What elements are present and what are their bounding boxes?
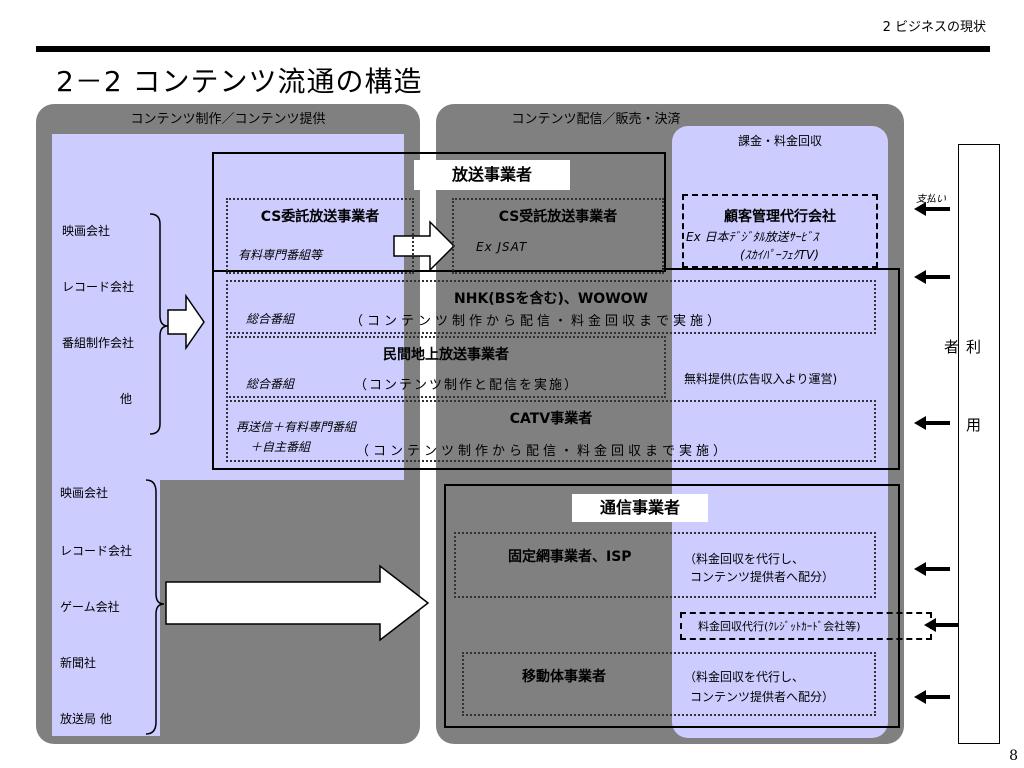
billing-area — [672, 126, 888, 738]
user-label-char-1: 利 — [966, 338, 982, 356]
provider-broadcaster: 放送局 他 — [60, 712, 112, 726]
mobile-box — [462, 652, 876, 716]
group2-brace — [145, 479, 165, 735]
mobile-title: 移動体事業者 — [522, 669, 606, 685]
payment-arrow-5 — [924, 618, 958, 632]
free-service-note: 無料提供(広告収入より運営) — [684, 372, 838, 386]
broadcast-frame-step — [662, 268, 898, 270]
producer-record: レコード会社 — [62, 280, 135, 294]
cs-consign-sub: 有料専門番組等 — [238, 248, 323, 262]
producer-movie: 映画会社 — [62, 224, 111, 238]
telecom-label: 通信事業者 — [572, 494, 708, 522]
nhk-title: NHK(BSを含む)、WOWOW — [454, 291, 648, 307]
payment-arrow-4 — [914, 562, 950, 576]
customer-mgmt-box — [682, 194, 878, 268]
catv-box — [226, 400, 876, 462]
producer-other: 他 — [120, 392, 133, 406]
page-number: 8 — [1009, 748, 1018, 764]
cs-consign-box — [226, 198, 414, 274]
catv-title: CATV事業者 — [509, 411, 593, 427]
mobile-note2: コンテンツ提供者へ配分） — [690, 690, 835, 704]
broadcast-frame-lower — [212, 268, 900, 470]
customer-mgmt-ex2: (ｽｶｲﾊﾟｰﾌｪｸTV) — [740, 248, 819, 262]
user-label-char-2: 用 — [966, 416, 982, 434]
customer-mgmt-ex: Ex 日本ﾃﾞｼﾞﾀﾙ放送ｻｰﾋﾞｽ — [686, 230, 819, 244]
left-group2-area — [52, 480, 160, 736]
broadcast-label: 放送事業者 — [414, 160, 570, 190]
private-title: 民間地上放送事業者 — [383, 347, 509, 363]
fixed-note2: コンテンツ提供者へ配分） — [690, 570, 835, 584]
broadcast-frame — [212, 152, 666, 272]
private-note: （コンテンツ制作と配信を実施） — [354, 378, 580, 393]
page-title: 2－2 コンテンツ流通の構造 — [56, 65, 423, 98]
nhk-sub: 総合番組 — [246, 312, 295, 326]
cs-receive-box — [452, 198, 664, 274]
private-sub: 総合番組 — [246, 377, 295, 391]
arrow-consign-to-receive — [393, 220, 456, 272]
payment-arrow-2 — [914, 270, 950, 284]
right-panel-title: コンテンツ配信／販売・決済 — [511, 112, 681, 127]
fixed-title: 固定網事業者、ISP — [508, 549, 632, 565]
group1-brace — [149, 213, 169, 435]
producer-program: 番組制作会社 — [62, 336, 135, 350]
payment-arrow-3 — [914, 416, 950, 430]
mobile-note1: （料金回収を代行し、 — [684, 670, 805, 684]
payment-arrow-6 — [914, 690, 950, 704]
fixed-note1: （料金回収を代行し、 — [684, 552, 805, 566]
left-panel-title: コンテンツ制作／コンテンツ提供 — [130, 112, 326, 127]
provider-movie: 映画会社 — [60, 486, 109, 500]
user-column — [958, 144, 1000, 744]
header-rule — [36, 46, 990, 52]
catv-sub1: 再送信＋有料専門番組 — [236, 420, 357, 434]
catv-sub2: ＋自主番組 — [250, 440, 311, 454]
arrow-producer-to-broadcast — [167, 293, 205, 351]
card-label: 料金回収代行(ｸﾚｼﾞｯﾄｶｰﾄﾞ会社等) — [698, 620, 861, 633]
cs-receive-ex: Ex JSAT — [476, 240, 528, 254]
section-label: 2 ビジネスの現状 — [882, 20, 986, 35]
billing-title: 課金・料金回収 — [737, 134, 822, 148]
provider-game: ゲーム会社 — [60, 600, 120, 614]
catv-note: （コンテンツ制作から配信・料金回収まで実施） — [356, 444, 731, 459]
arrow-provider-to-telecom — [165, 564, 430, 642]
cs-consign-title: CS委託放送事業者 — [260, 209, 380, 225]
customer-mgmt-title: 顧客管理代行会社 — [724, 209, 836, 225]
payment-label: 支払い — [916, 194, 946, 205]
telecom-frame — [444, 484, 900, 728]
nhk-note: （コンテンツ制作から配信・料金回収まで実施） — [350, 314, 725, 329]
private-box — [226, 336, 666, 398]
cs-receive-title: CS受託放送事業者 — [498, 209, 618, 225]
fixed-box — [454, 532, 876, 598]
provider-record: レコード会社 — [60, 544, 133, 558]
user-label-char-3: 者 — [944, 338, 960, 356]
nhk-box — [226, 280, 876, 334]
provider-newspaper: 新聞社 — [60, 656, 97, 670]
payment-arrow-1 — [914, 202, 950, 216]
left-group1-area — [52, 134, 404, 480]
